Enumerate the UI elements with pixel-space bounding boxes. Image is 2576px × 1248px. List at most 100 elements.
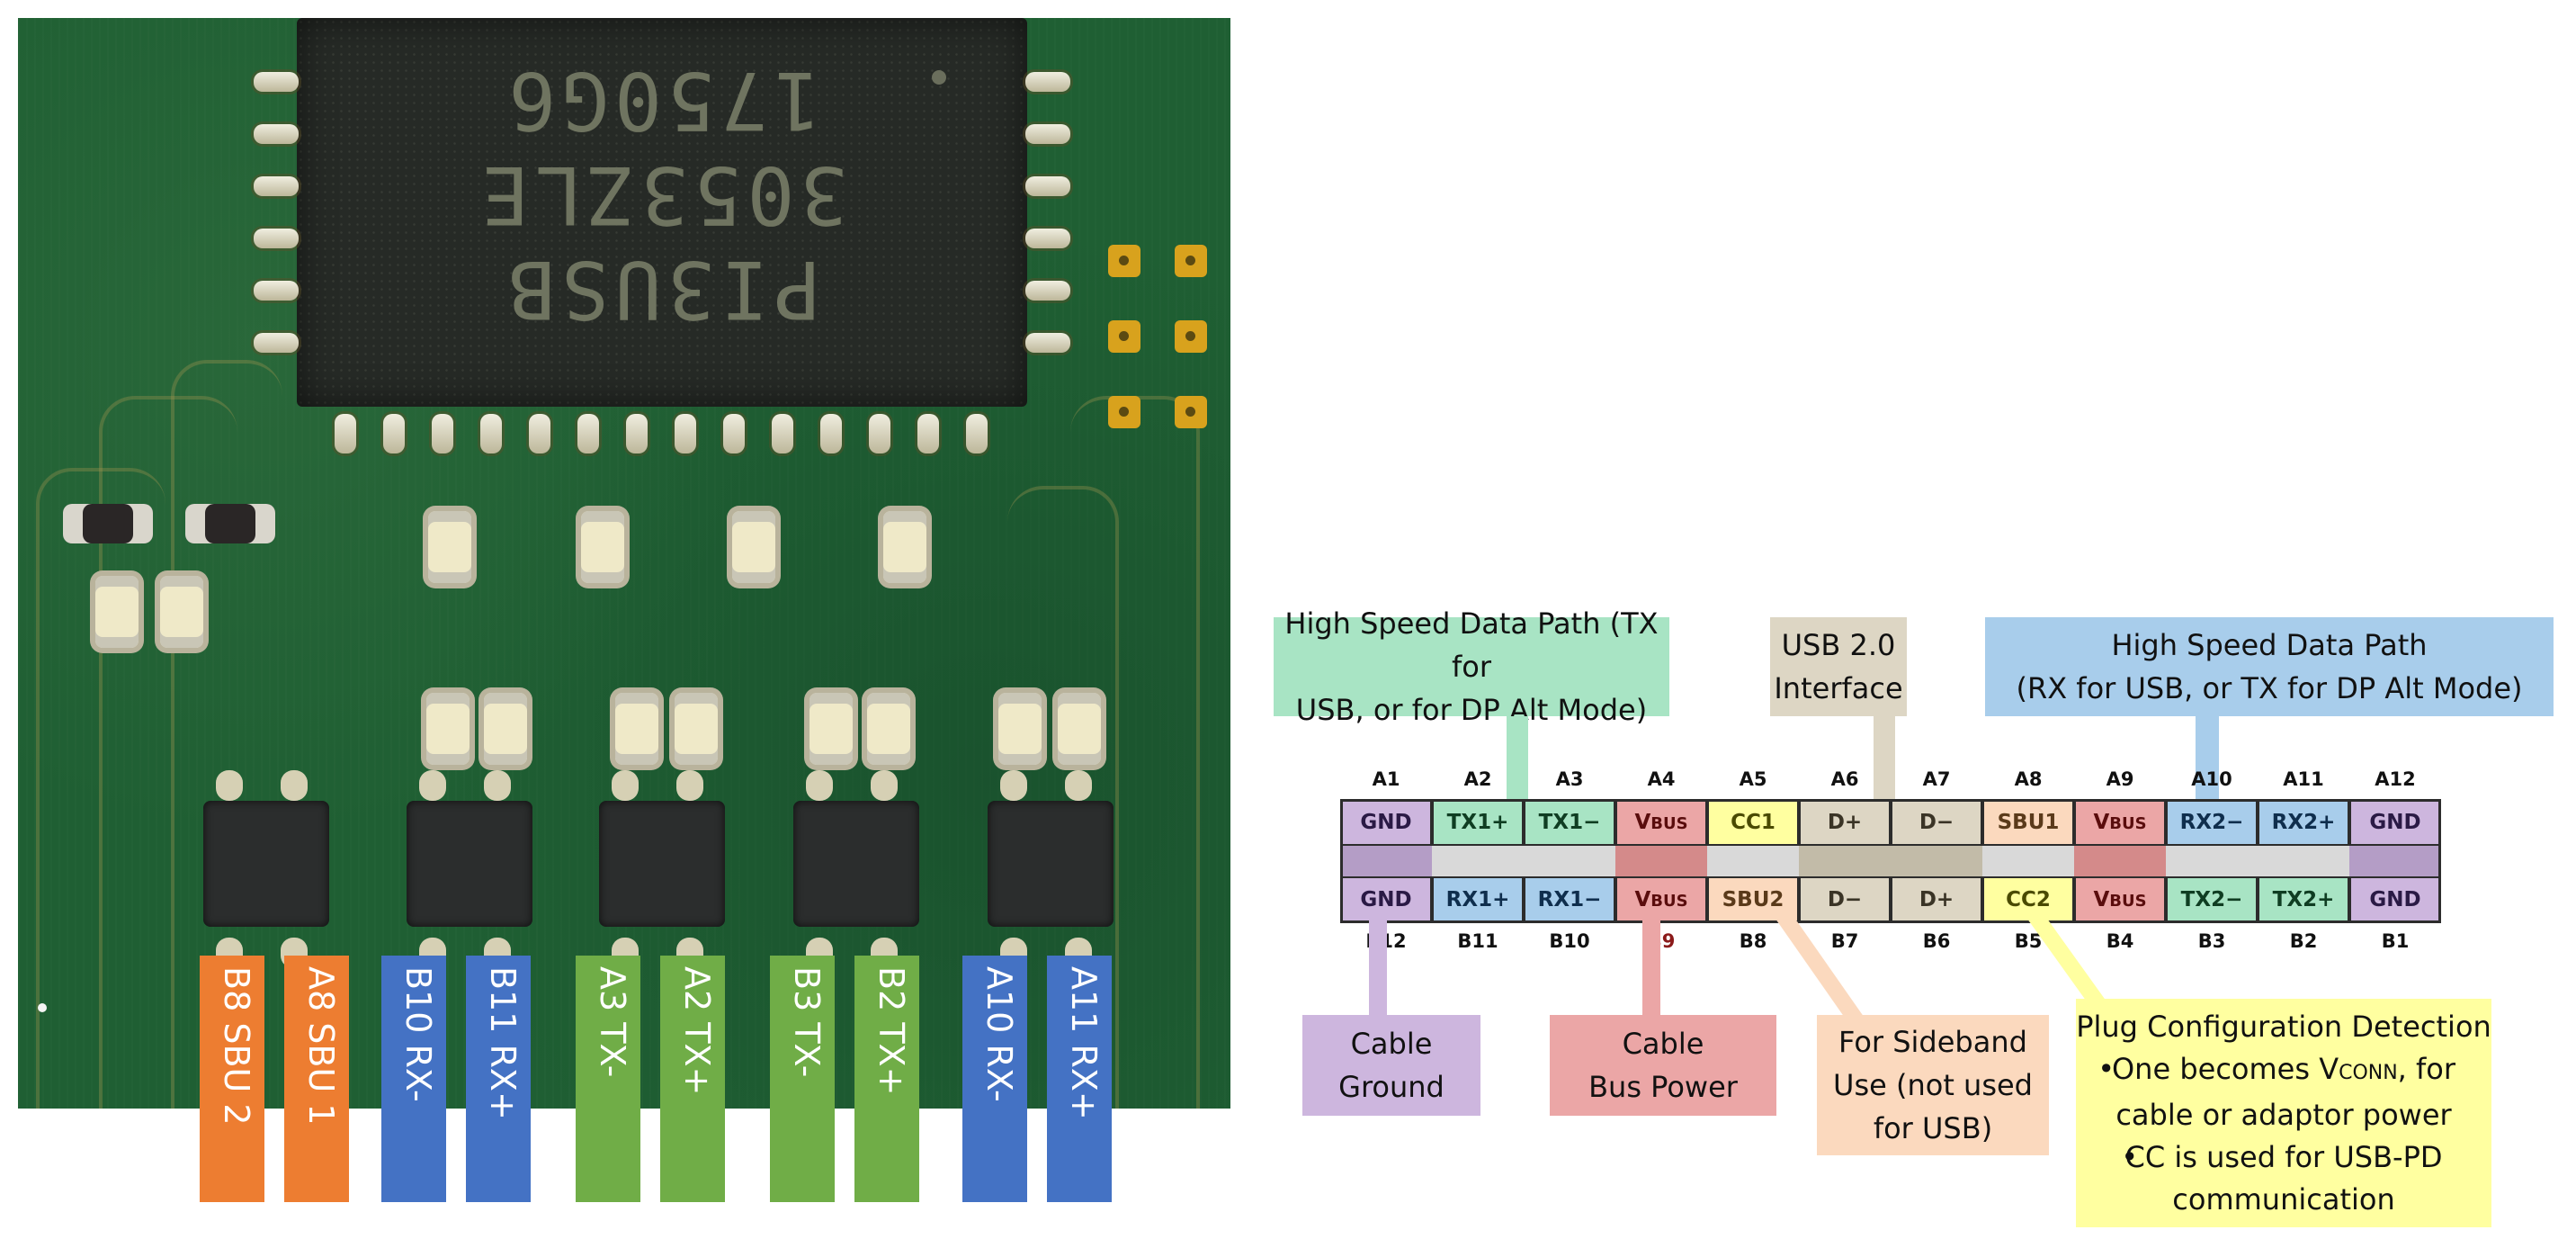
- pin-label-tag: B8 SBU 2: [200, 956, 264, 1202]
- esd-diode-lead: [484, 770, 511, 801]
- pin-cell-b: TX2+: [2258, 876, 2349, 923]
- pin1-dot: [932, 70, 946, 85]
- ic-pin-bottom: [577, 414, 599, 453]
- ic-pin-bottom: [675, 414, 696, 453]
- esd-diode-lead: [281, 770, 308, 801]
- callout-line: For Sideband: [1838, 1025, 2027, 1059]
- pin-cell-a: VBUS: [1615, 799, 1707, 846]
- callout-stem-tx: [1507, 716, 1528, 799]
- capacitor: [428, 511, 471, 583]
- bullet-continuation: cable or adaptor power: [2115, 1097, 2452, 1132]
- pin-cell-a: GND: [1340, 799, 1432, 846]
- pin-label-tag: B10 RX-: [381, 956, 446, 1202]
- pin-number-b: B8: [1739, 930, 1767, 952]
- callout-line: Bus Power: [1588, 1070, 1738, 1104]
- pin-label-text: A2 TX+: [677, 966, 717, 1096]
- esd-diode-lead: [216, 770, 243, 801]
- pin-cell-b: VBUS: [1615, 876, 1707, 923]
- pin-number-a: A10: [2191, 768, 2232, 790]
- pin-cell-a: TX1+: [1432, 799, 1524, 846]
- ic-pin-bottom: [480, 414, 502, 453]
- callout-stem-usb2: [1874, 716, 1895, 799]
- ic-pin-bottom: [723, 414, 745, 453]
- pcb-trace: [171, 360, 282, 1109]
- ic-pin-right: [1025, 333, 1070, 353]
- ic-pin-right: [1025, 176, 1070, 196]
- callout-line: Cable: [1622, 1027, 1704, 1061]
- pin-cell-b: CC2: [1982, 876, 2074, 923]
- ic-pin-left: [254, 124, 299, 144]
- ic-pin-bottom: [820, 414, 842, 453]
- pin-label-tag: B2 TX+: [854, 956, 919, 1202]
- capacitor: [732, 511, 775, 583]
- capacitor: [867, 693, 910, 765]
- pin-label-text: B11 RX+: [483, 966, 523, 1120]
- pin-label-text: B8 SBU 2: [217, 966, 256, 1126]
- esd-diode-package: [599, 801, 725, 927]
- pcb-trace: [36, 468, 165, 1109]
- capacitor: [484, 693, 527, 765]
- callout-stem-power: [1642, 920, 1660, 1015]
- pin-pair-connector: [1982, 846, 2074, 876]
- capacitor: [1058, 693, 1101, 765]
- test-pad: [1175, 245, 1207, 277]
- callout-line: for USB): [1873, 1111, 1993, 1145]
- chip-marking-line: PI3USB: [503, 243, 821, 336]
- test-pad: [1108, 396, 1140, 428]
- bullet-icon: •: [2121, 1139, 2139, 1174]
- callout-stem-ground: [1369, 920, 1387, 1015]
- callout-line: Use (not used: [1833, 1068, 2033, 1102]
- pin-label-text: A8 SBU 1: [301, 966, 341, 1126]
- pin-cell-b: GND: [1340, 876, 1432, 923]
- pin-pair-connector: [1432, 846, 1524, 876]
- pin-cell-a: TX1−: [1524, 799, 1615, 846]
- pin-label-text: A10 RX-: [979, 966, 1019, 1102]
- pin-label-tag: A8 SBU 1: [284, 956, 349, 1202]
- pin-cell-b: SBU2: [1707, 876, 1799, 923]
- pin-cell-b: RX1−: [1524, 876, 1615, 923]
- vbus-label: VBUS: [1634, 811, 1688, 834]
- bullet-text: CC is used for USB-PD: [2124, 1139, 2443, 1174]
- capacitor: [426, 693, 470, 765]
- ic-pin-bottom: [626, 414, 648, 453]
- ic-pin-left: [254, 176, 299, 196]
- pin-cell-a: RX2+: [2258, 799, 2349, 846]
- esd-diode-lead: [871, 770, 898, 801]
- ic-pin-bottom: [869, 414, 890, 453]
- pin-pair-connector: [1799, 846, 1891, 876]
- pin-cell-b: RX1+: [1432, 876, 1524, 923]
- pin-pair-connector: [1524, 846, 1615, 876]
- ic-pin-bottom: [772, 414, 793, 453]
- pin-cell-a: D+: [1799, 799, 1891, 846]
- esd-diode-package: [793, 801, 919, 927]
- test-pad: [1175, 396, 1207, 428]
- pin-number-b: B5: [2014, 930, 2043, 952]
- esd-diode-package: [988, 801, 1114, 927]
- pin-number-a: A3: [1555, 768, 1584, 790]
- bullet-text-part: One becomes V: [2111, 1051, 2339, 1086]
- pin-number-a: A12: [2375, 768, 2416, 790]
- callout-line: High Speed Data Path (TX for: [1284, 606, 1659, 684]
- pin-label-tag: B3 TX-: [770, 956, 835, 1202]
- pin-number-a: A2: [1463, 768, 1492, 790]
- ic-pin-bottom: [917, 414, 939, 453]
- callout-plug-configuration: Plug Configuration Detection • One becom…: [2076, 999, 2491, 1227]
- callout-line: USB 2.0: [1781, 628, 1896, 662]
- pin-number-b: B1: [2381, 930, 2410, 952]
- esd-diode-package: [203, 801, 329, 927]
- pin-number-b: B10: [1549, 930, 1590, 952]
- pin-label-text: A3 TX-: [593, 966, 632, 1078]
- pin-label-tag: B11 RX+: [466, 956, 531, 1202]
- resistor: [63, 504, 153, 543]
- vbus-label: VBUS: [2093, 888, 2147, 911]
- callout-line: Cable: [1350, 1027, 1433, 1061]
- pin-pair-connector: [2258, 846, 2349, 876]
- bullet-icon: •: [2097, 1051, 2115, 1086]
- esd-diode-package: [407, 801, 532, 927]
- capacitor: [95, 576, 139, 648]
- ic-pin-left: [254, 229, 299, 248]
- ic-pin-bottom: [432, 414, 453, 453]
- pin-number-b: B9: [1647, 930, 1676, 952]
